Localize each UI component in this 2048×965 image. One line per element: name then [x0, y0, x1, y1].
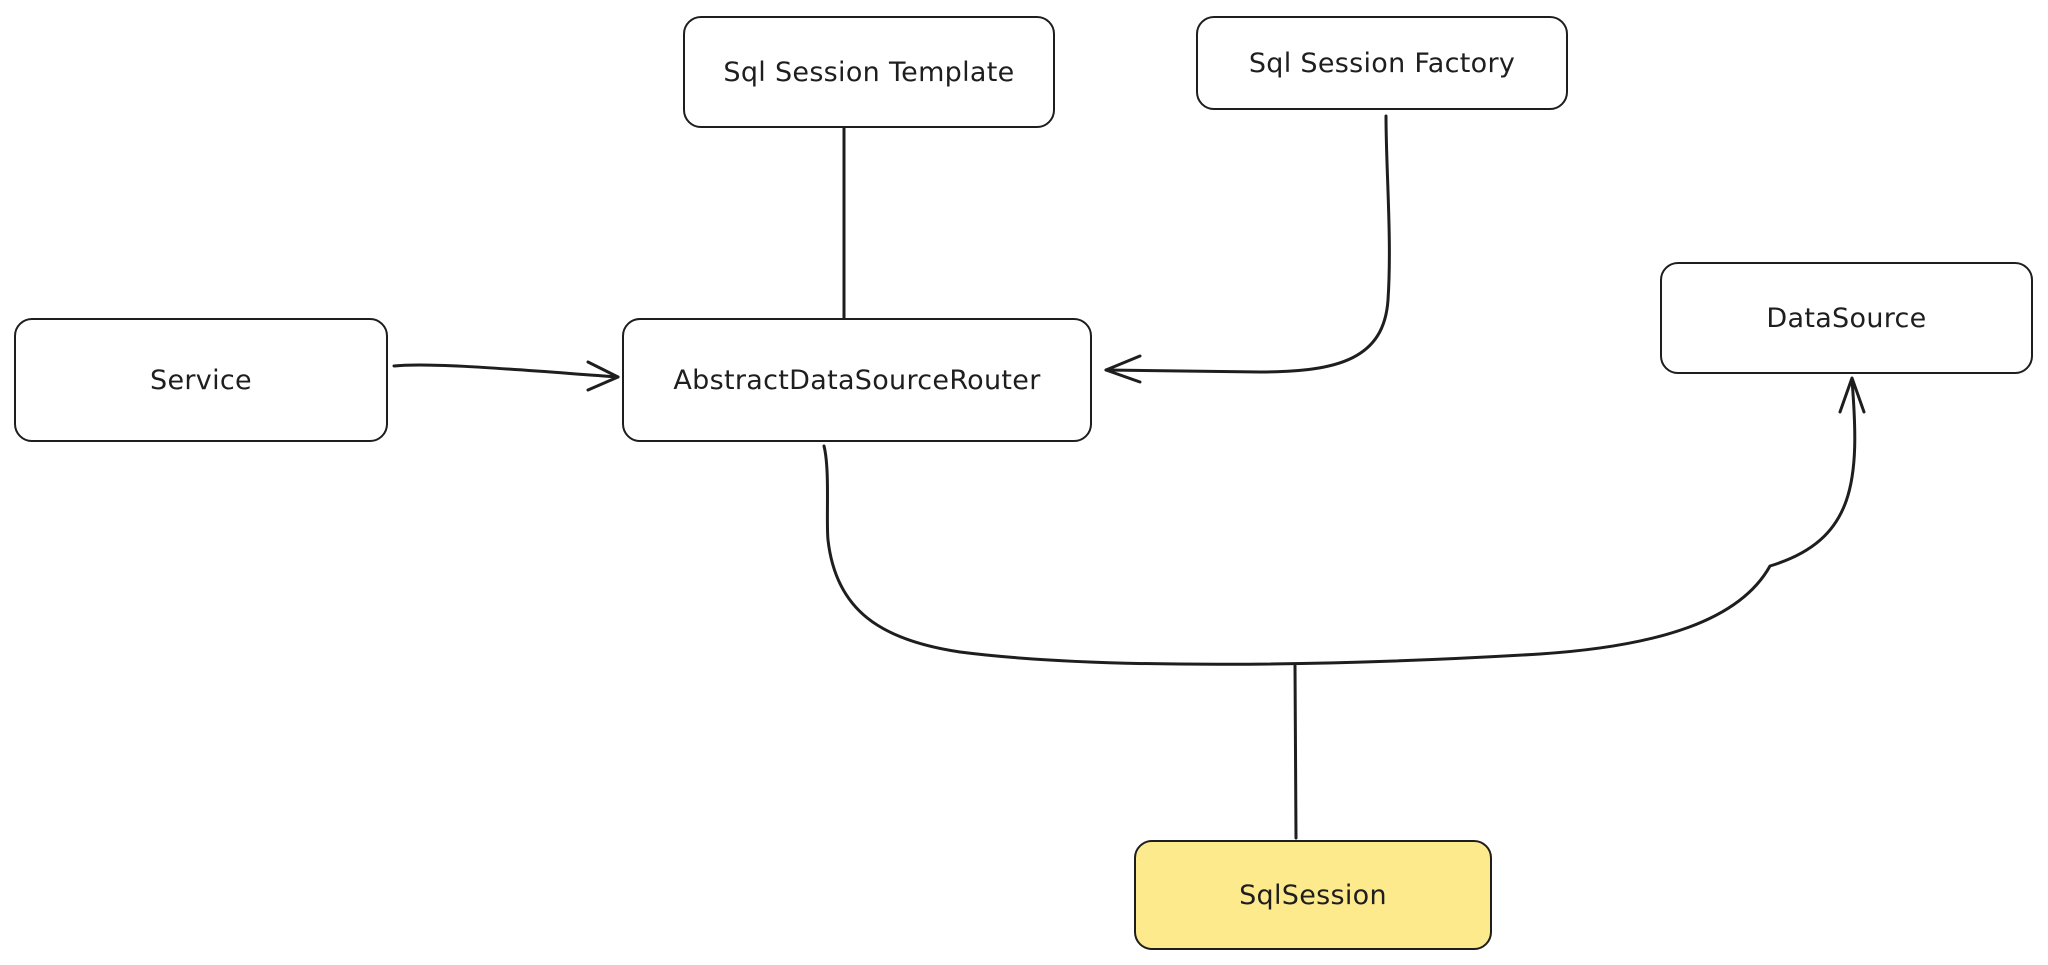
node-service[interactable]: Service	[14, 318, 388, 442]
arrowhead-service-to-router	[586, 360, 620, 392]
node-label: Service	[150, 364, 252, 396]
edge-router-to-datasource	[822, 378, 1857, 666]
node-data-source[interactable]: DataSource	[1660, 262, 2033, 374]
node-sql-session[interactable]: SqlSession	[1134, 840, 1492, 950]
node-label: AbstractDataSourceRouter	[673, 364, 1041, 396]
node-label: Sql Session Factory	[1248, 47, 1516, 79]
node-sql-session-template[interactable]: Sql Session Template	[683, 16, 1055, 128]
arrowhead-router-to-datasource	[1838, 376, 1866, 414]
node-sql-session-factory[interactable]: Sql Session Factory	[1196, 16, 1568, 110]
node-abstract-data-source-router[interactable]: AbstractDataSourceRouter	[622, 318, 1092, 442]
edge-service-to-router	[392, 363, 620, 379]
edge-sqlsession-to-curve	[1293, 664, 1298, 840]
arrowhead-factory-to-router	[1104, 354, 1142, 384]
node-label: Sql Session Template	[723, 56, 1015, 88]
node-label: DataSource	[1766, 302, 1927, 334]
edge-factory-to-router	[1104, 114, 1391, 374]
node-label: SqlSession	[1239, 879, 1387, 911]
